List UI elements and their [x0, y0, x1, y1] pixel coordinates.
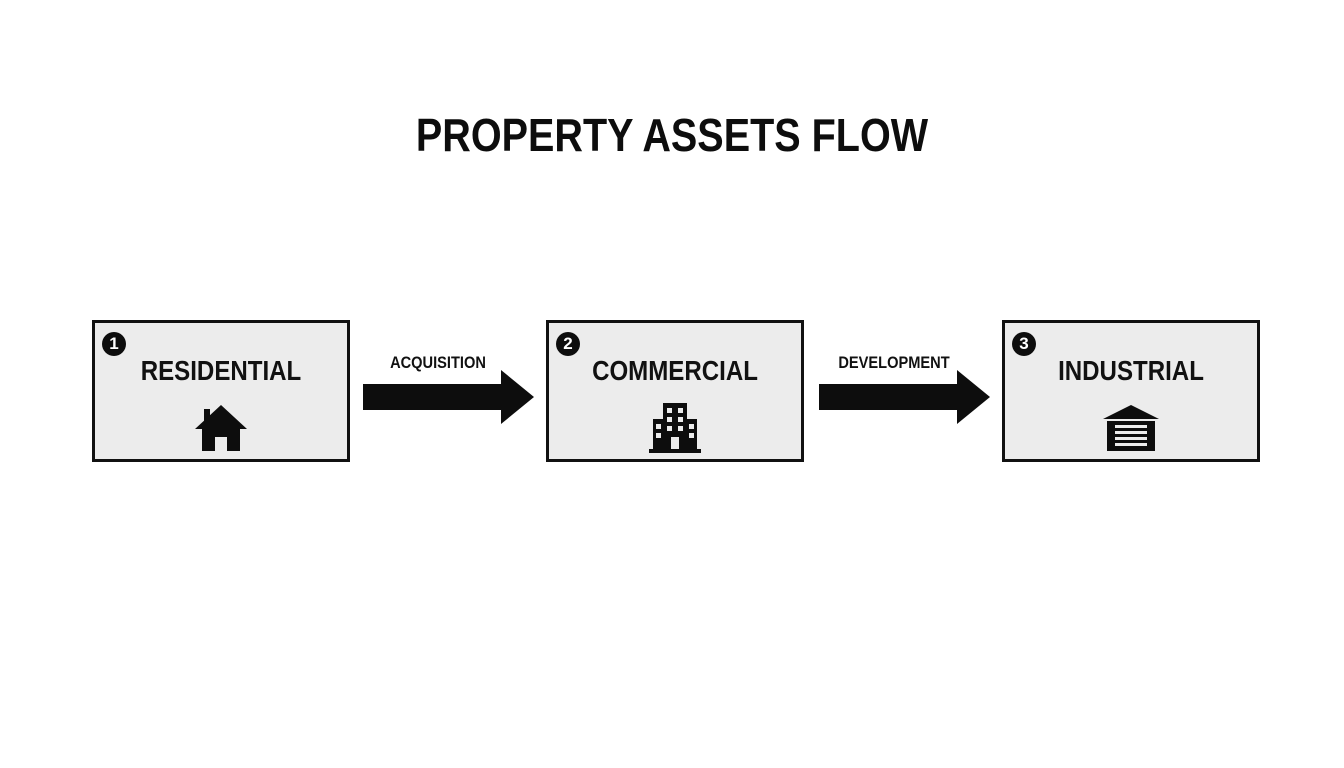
step-number-badge: 3: [1012, 332, 1036, 356]
right-arrow-icon: [819, 370, 990, 424]
warehouse-icon: [1103, 405, 1159, 451]
step-label: INDUSTRIAL: [1058, 355, 1204, 386]
step-label: COMMERCIAL: [592, 355, 758, 386]
step-box-residential: 1 RESIDENTIAL: [92, 320, 350, 462]
step-box-commercial: 2 COMMERCIAL: [546, 320, 804, 462]
step-number-badge: 1: [102, 332, 126, 356]
step-box-industrial: 3 INDUSTRIAL: [1002, 320, 1260, 462]
connector-acquisition: ACQUISITION: [363, 345, 539, 427]
office-building-icon: [649, 403, 701, 453]
house-icon: [195, 405, 247, 451]
connector-development: DEVELOPMENT: [819, 345, 995, 427]
step-label: RESIDENTIAL: [140, 355, 302, 386]
right-arrow-icon: [363, 370, 534, 424]
connector-label: ACQUISITION: [390, 353, 486, 372]
diagram-title: PROPERTY ASSETS FLOW: [415, 109, 929, 161]
connector-label: DEVELOPMENT: [838, 353, 950, 372]
step-number-badge: 2: [556, 332, 580, 356]
